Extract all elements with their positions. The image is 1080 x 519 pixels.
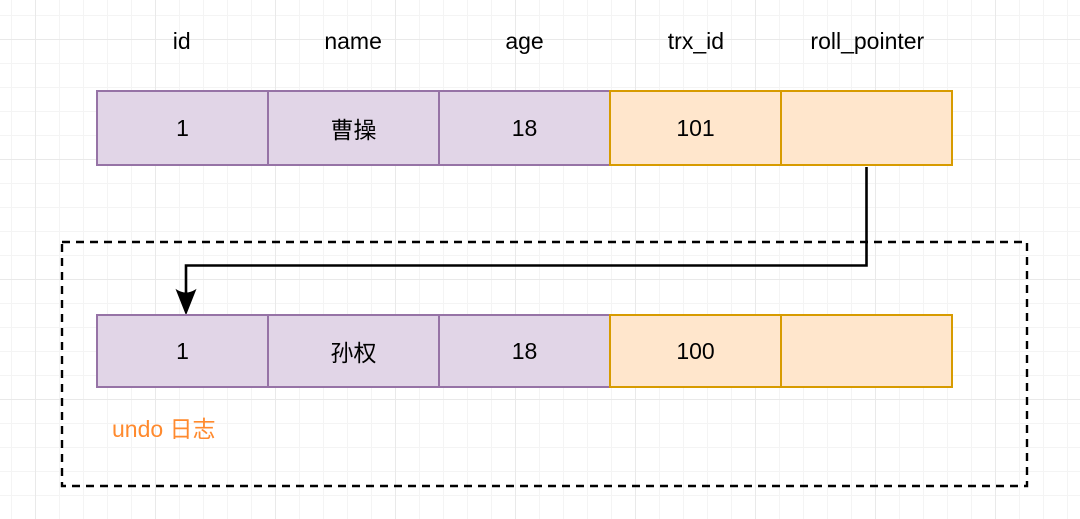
cell-undo-age: 18: [438, 314, 611, 388]
column-header-trx-id: trx_id: [667, 28, 725, 54]
cell-current-trx-id: 101: [609, 90, 782, 166]
cell-undo-id: 1: [96, 314, 269, 388]
column-header-roll-pointer: roll_pointer: [810, 28, 925, 54]
roll-pointer-arrowhead-icon: [175, 288, 197, 316]
roll-pointer-arrow-line: [184, 167, 868, 300]
undo-log-label: undo 日志: [112, 416, 216, 442]
cell-undo-roll-pointer: [780, 314, 953, 388]
cell-undo-name: 孙权: [267, 314, 440, 388]
current-record-row: 1 曹操 18 101: [96, 90, 953, 166]
cell-current-age: 18: [438, 90, 611, 166]
column-header-age: age: [505, 28, 544, 54]
column-header-id: id: [172, 28, 191, 54]
cell-current-id: 1: [96, 90, 269, 166]
cell-current-name: 曹操: [267, 90, 440, 166]
cell-current-roll-pointer: [780, 90, 953, 166]
cell-undo-trx-id: 100: [609, 314, 782, 388]
undo-record-row: 1 孙权 18 100: [96, 314, 953, 388]
column-headers: id name age trx_id roll_pointer: [96, 24, 953, 58]
column-header-name: name: [324, 28, 382, 54]
